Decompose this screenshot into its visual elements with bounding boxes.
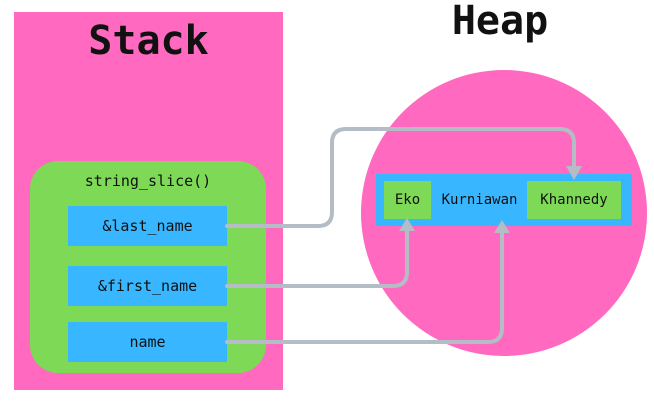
variable-last-name: &last_name: [68, 206, 227, 246]
variable-name: name: [68, 322, 227, 362]
arrowhead-khannedy: [566, 166, 582, 180]
arrow-first-name-to-eko: [225, 226, 409, 288]
heap-segment-khannedy: Khannedy: [527, 181, 621, 219]
arrowhead-eko: [399, 218, 415, 231]
heap-segment-kurniawan: Kurniawan: [441, 192, 518, 208]
stack-title: Stack: [88, 18, 209, 64]
arrow-name-to-buffer: [225, 228, 504, 344]
heap-segment-eko: Eko: [384, 181, 431, 219]
heap-title: Heap: [451, 0, 549, 44]
variable-first-name: &first_name: [68, 266, 227, 306]
arrow-last-name-to-khannedy: [225, 127, 576, 228]
stack-frame-label: string_slice(): [84, 172, 212, 190]
arrowhead-buffer: [494, 220, 510, 233]
